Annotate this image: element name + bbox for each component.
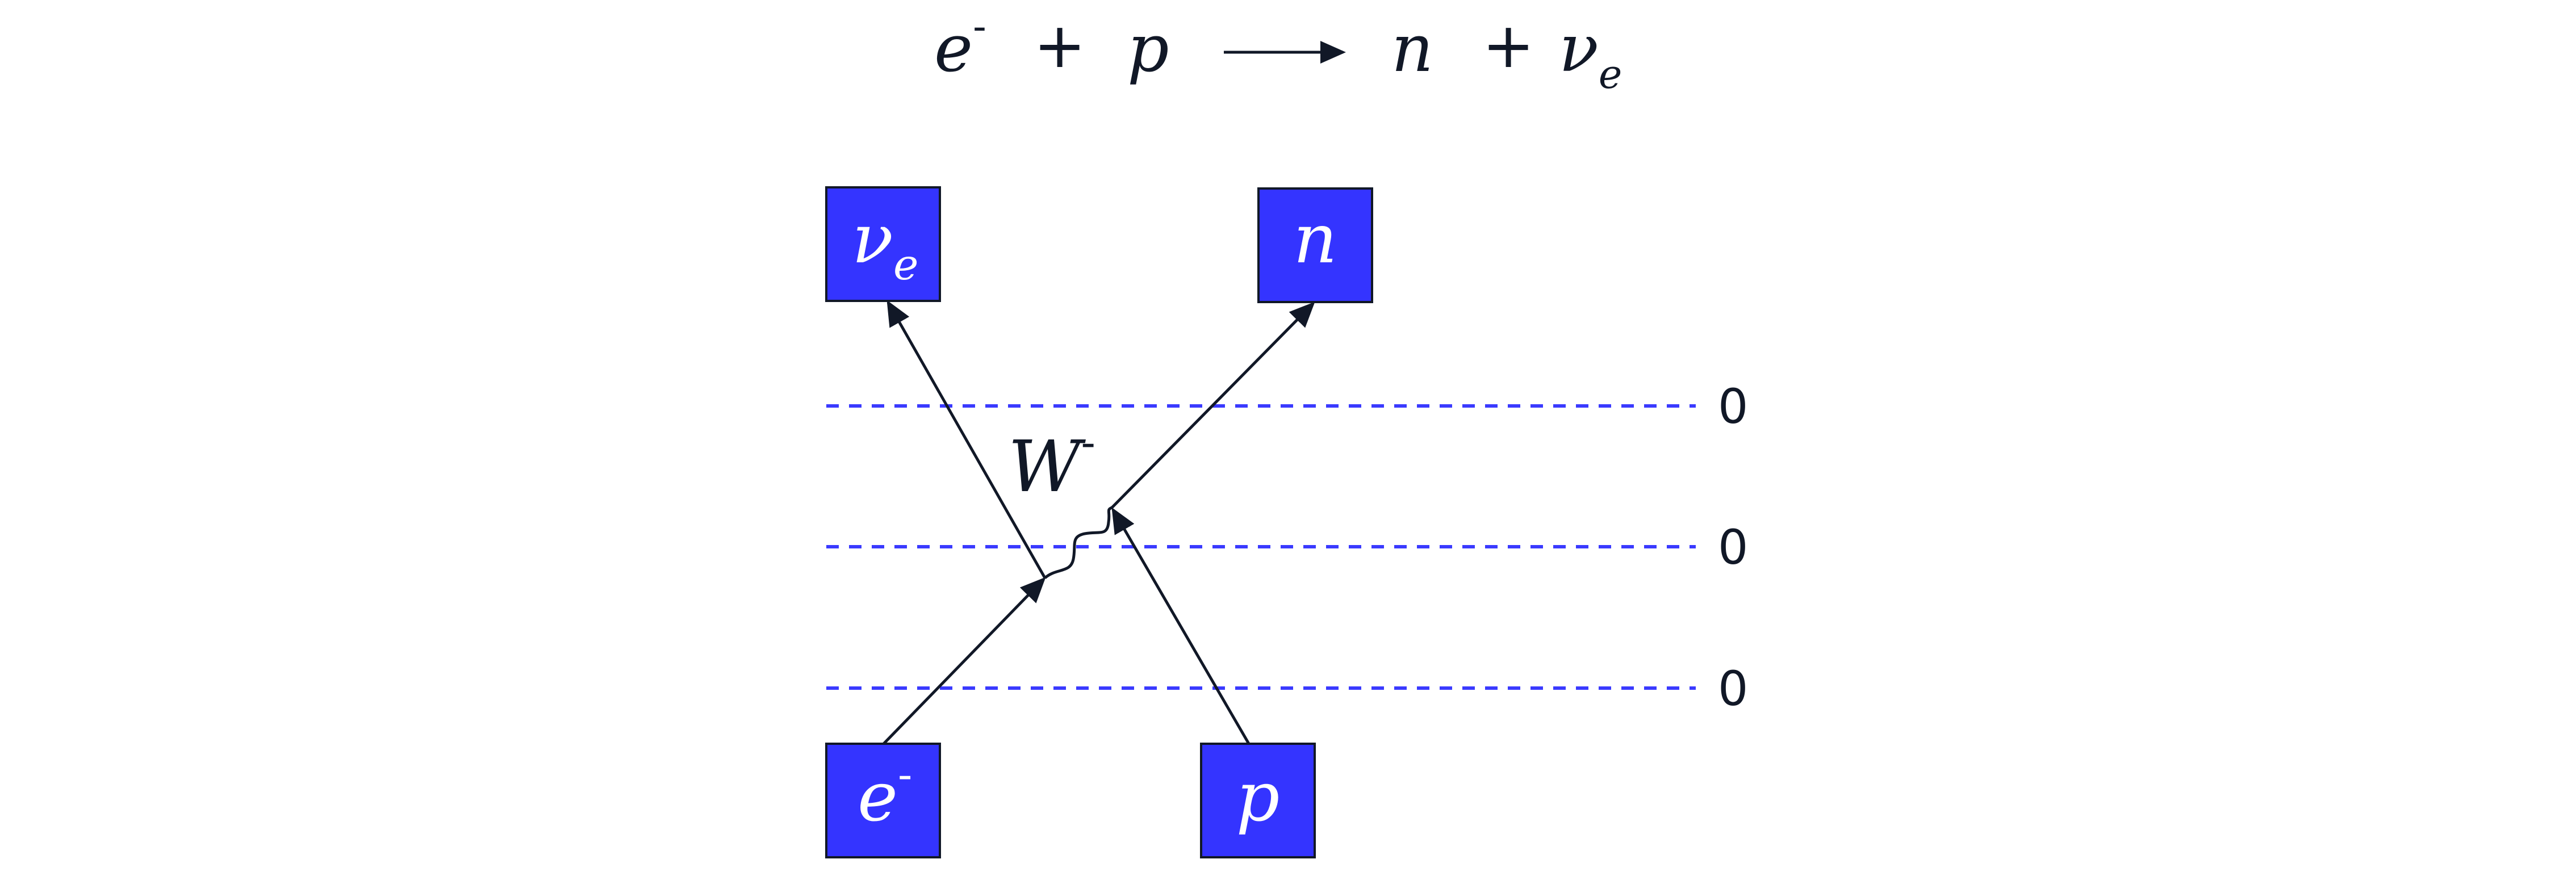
eq-neutron: n (1391, 11, 1433, 87)
svg-text:e-: e- (858, 749, 912, 837)
neutron-box: n (1257, 187, 1373, 303)
neutrino-propagator (886, 300, 1047, 579)
level-label-1: 0 (1718, 379, 1748, 434)
svg-text:n: n (1293, 200, 1337, 279)
neutron-propagator (1111, 301, 1315, 509)
level-label-3: 0 (1718, 661, 1748, 716)
svg-text:p: p (1236, 758, 1280, 837)
eq-proton: p (1127, 11, 1169, 87)
eq-plus-2: + (1482, 9, 1534, 82)
w-boson-wavy-line (1044, 506, 1113, 579)
neutrino-box: νe (825, 186, 941, 302)
eq-plus-1: + (1034, 9, 1086, 82)
electron-propagator (883, 577, 1046, 745)
eq-electron: e- (934, 3, 986, 87)
reaction-equation: e- + p n + νe (934, 3, 1622, 98)
proton-box: p (1200, 743, 1316, 858)
proton-propagator (1111, 507, 1251, 745)
level-label-2: 0 (1718, 519, 1748, 575)
w-boson-label: W- (1008, 417, 1095, 508)
svg-text:νe: νe (852, 200, 918, 290)
eq-neutrino: νe (1559, 11, 1622, 98)
electron-box: e- (825, 743, 941, 858)
